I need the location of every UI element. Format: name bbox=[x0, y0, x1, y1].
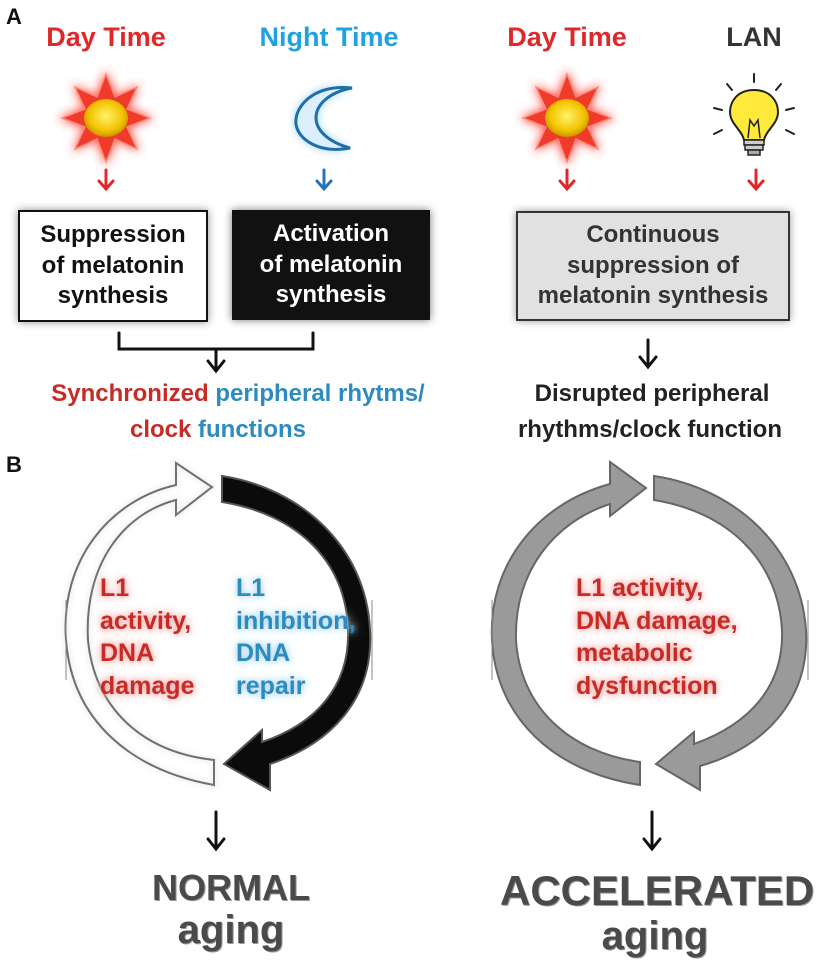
panel-label-a: A bbox=[6, 4, 22, 29]
box-continuous-line-2: suppression of bbox=[566, 251, 739, 279]
cycle-arrow-gray-left bbox=[490, 460, 648, 787]
accelerated-line-3: metabolic bbox=[576, 639, 693, 667]
left-outcome-synchronized: Synchronized bbox=[51, 380, 209, 407]
normal-left-line-3: DNA bbox=[100, 639, 155, 667]
left-outcome-line-2: clock functions bbox=[18, 416, 418, 444]
accelerated-line-1: L1 activity, bbox=[576, 574, 704, 602]
box-suppression: Suppression of melatonin synthesis bbox=[18, 210, 208, 322]
light-bulb-icon bbox=[713, 73, 795, 156]
result-accelerated-line-2: aging bbox=[601, 914, 709, 959]
left-outcome-clock: clock bbox=[129, 416, 192, 443]
merge-bracket bbox=[117, 331, 315, 374]
normal-left-line-1: L1 bbox=[100, 574, 130, 602]
right-outcome-line-2: rhythms/clock function bbox=[517, 416, 783, 443]
result-accelerated-line-1: ACCELERATED bbox=[500, 867, 815, 914]
accelerated-line-4: dysfunction bbox=[576, 671, 718, 700]
box-suppression-line-3: synthesis bbox=[57, 282, 169, 310]
header-day-time-right: Day Time bbox=[507, 22, 627, 52]
result-normal-line-2: aging bbox=[177, 907, 285, 952]
box-suppression-line-2: of melatonin bbox=[41, 251, 185, 279]
result-normal: NORMAL aging bbox=[146, 868, 316, 952]
result-normal-line-1: NORMAL bbox=[152, 867, 310, 908]
cycle-arrow-black bbox=[221, 474, 372, 792]
sun-icon-left bbox=[58, 70, 154, 166]
normal-cycle-right-text: L1 inhibition, DNA repair bbox=[236, 572, 355, 702]
normal-right-line-4: repair bbox=[236, 671, 306, 700]
sun-icon-right bbox=[519, 70, 615, 166]
header-lan: LAN bbox=[726, 22, 782, 52]
panel-label-b: B bbox=[6, 452, 22, 477]
arrow-down-accelerated bbox=[642, 810, 662, 852]
arrow-down-blue bbox=[315, 168, 333, 192]
left-outcome-peripheral: peripheral rhytms/ bbox=[215, 380, 425, 407]
normal-right-line-2: inhibition, bbox=[236, 606, 356, 635]
arrow-down-red-left bbox=[97, 168, 115, 192]
left-outcome-functions: functions bbox=[198, 416, 307, 443]
box-activation-line-3: synthesis bbox=[275, 281, 387, 309]
cycle-arrow-gray-right bbox=[653, 474, 808, 792]
moon-icon bbox=[294, 86, 353, 151]
cycle-arrow-white bbox=[62, 457, 218, 789]
normal-left-line-2: activity, bbox=[100, 606, 192, 635]
box-suppression-line-1: Suppression bbox=[40, 220, 186, 248]
box-activation: Activation of melatonin synthesis bbox=[232, 210, 430, 320]
normal-right-line-1: L1 bbox=[236, 574, 266, 602]
header-day-time-left: Day Time bbox=[46, 22, 166, 52]
right-outcome-line-1: Disrupted peripheral bbox=[534, 380, 770, 407]
box-activation-line-2: of melatonin bbox=[259, 250, 403, 278]
accelerated-cycle-text: L1 activity, DNA damage, metabolic dysfu… bbox=[576, 572, 738, 702]
box-continuous-line-3: melatonin synthesis bbox=[537, 282, 769, 310]
left-outcome-line-1: Synchronized peripheral rhytms/ bbox=[18, 380, 458, 408]
normal-cycle-left-text: L1 activity, DNA damage bbox=[100, 572, 194, 702]
result-accelerated: ACCELERATED aging bbox=[500, 867, 815, 959]
normal-right-line-3: DNA bbox=[236, 639, 291, 667]
normal-left-line-4: damage bbox=[100, 671, 195, 700]
arrow-down-normal bbox=[206, 810, 226, 852]
box-continuous: Continuous suppression of melatonin synt… bbox=[516, 211, 790, 321]
box-continuous-line-1: Continuous bbox=[586, 220, 720, 248]
arrow-down-red-right bbox=[747, 168, 765, 192]
arrow-down-black-right bbox=[638, 338, 658, 370]
header-night-time: Night Time bbox=[259, 22, 399, 52]
accelerated-line-2: DNA damage, bbox=[576, 606, 738, 635]
arrow-down-red-center bbox=[558, 168, 576, 192]
box-activation-line-1: Activation bbox=[272, 219, 389, 247]
